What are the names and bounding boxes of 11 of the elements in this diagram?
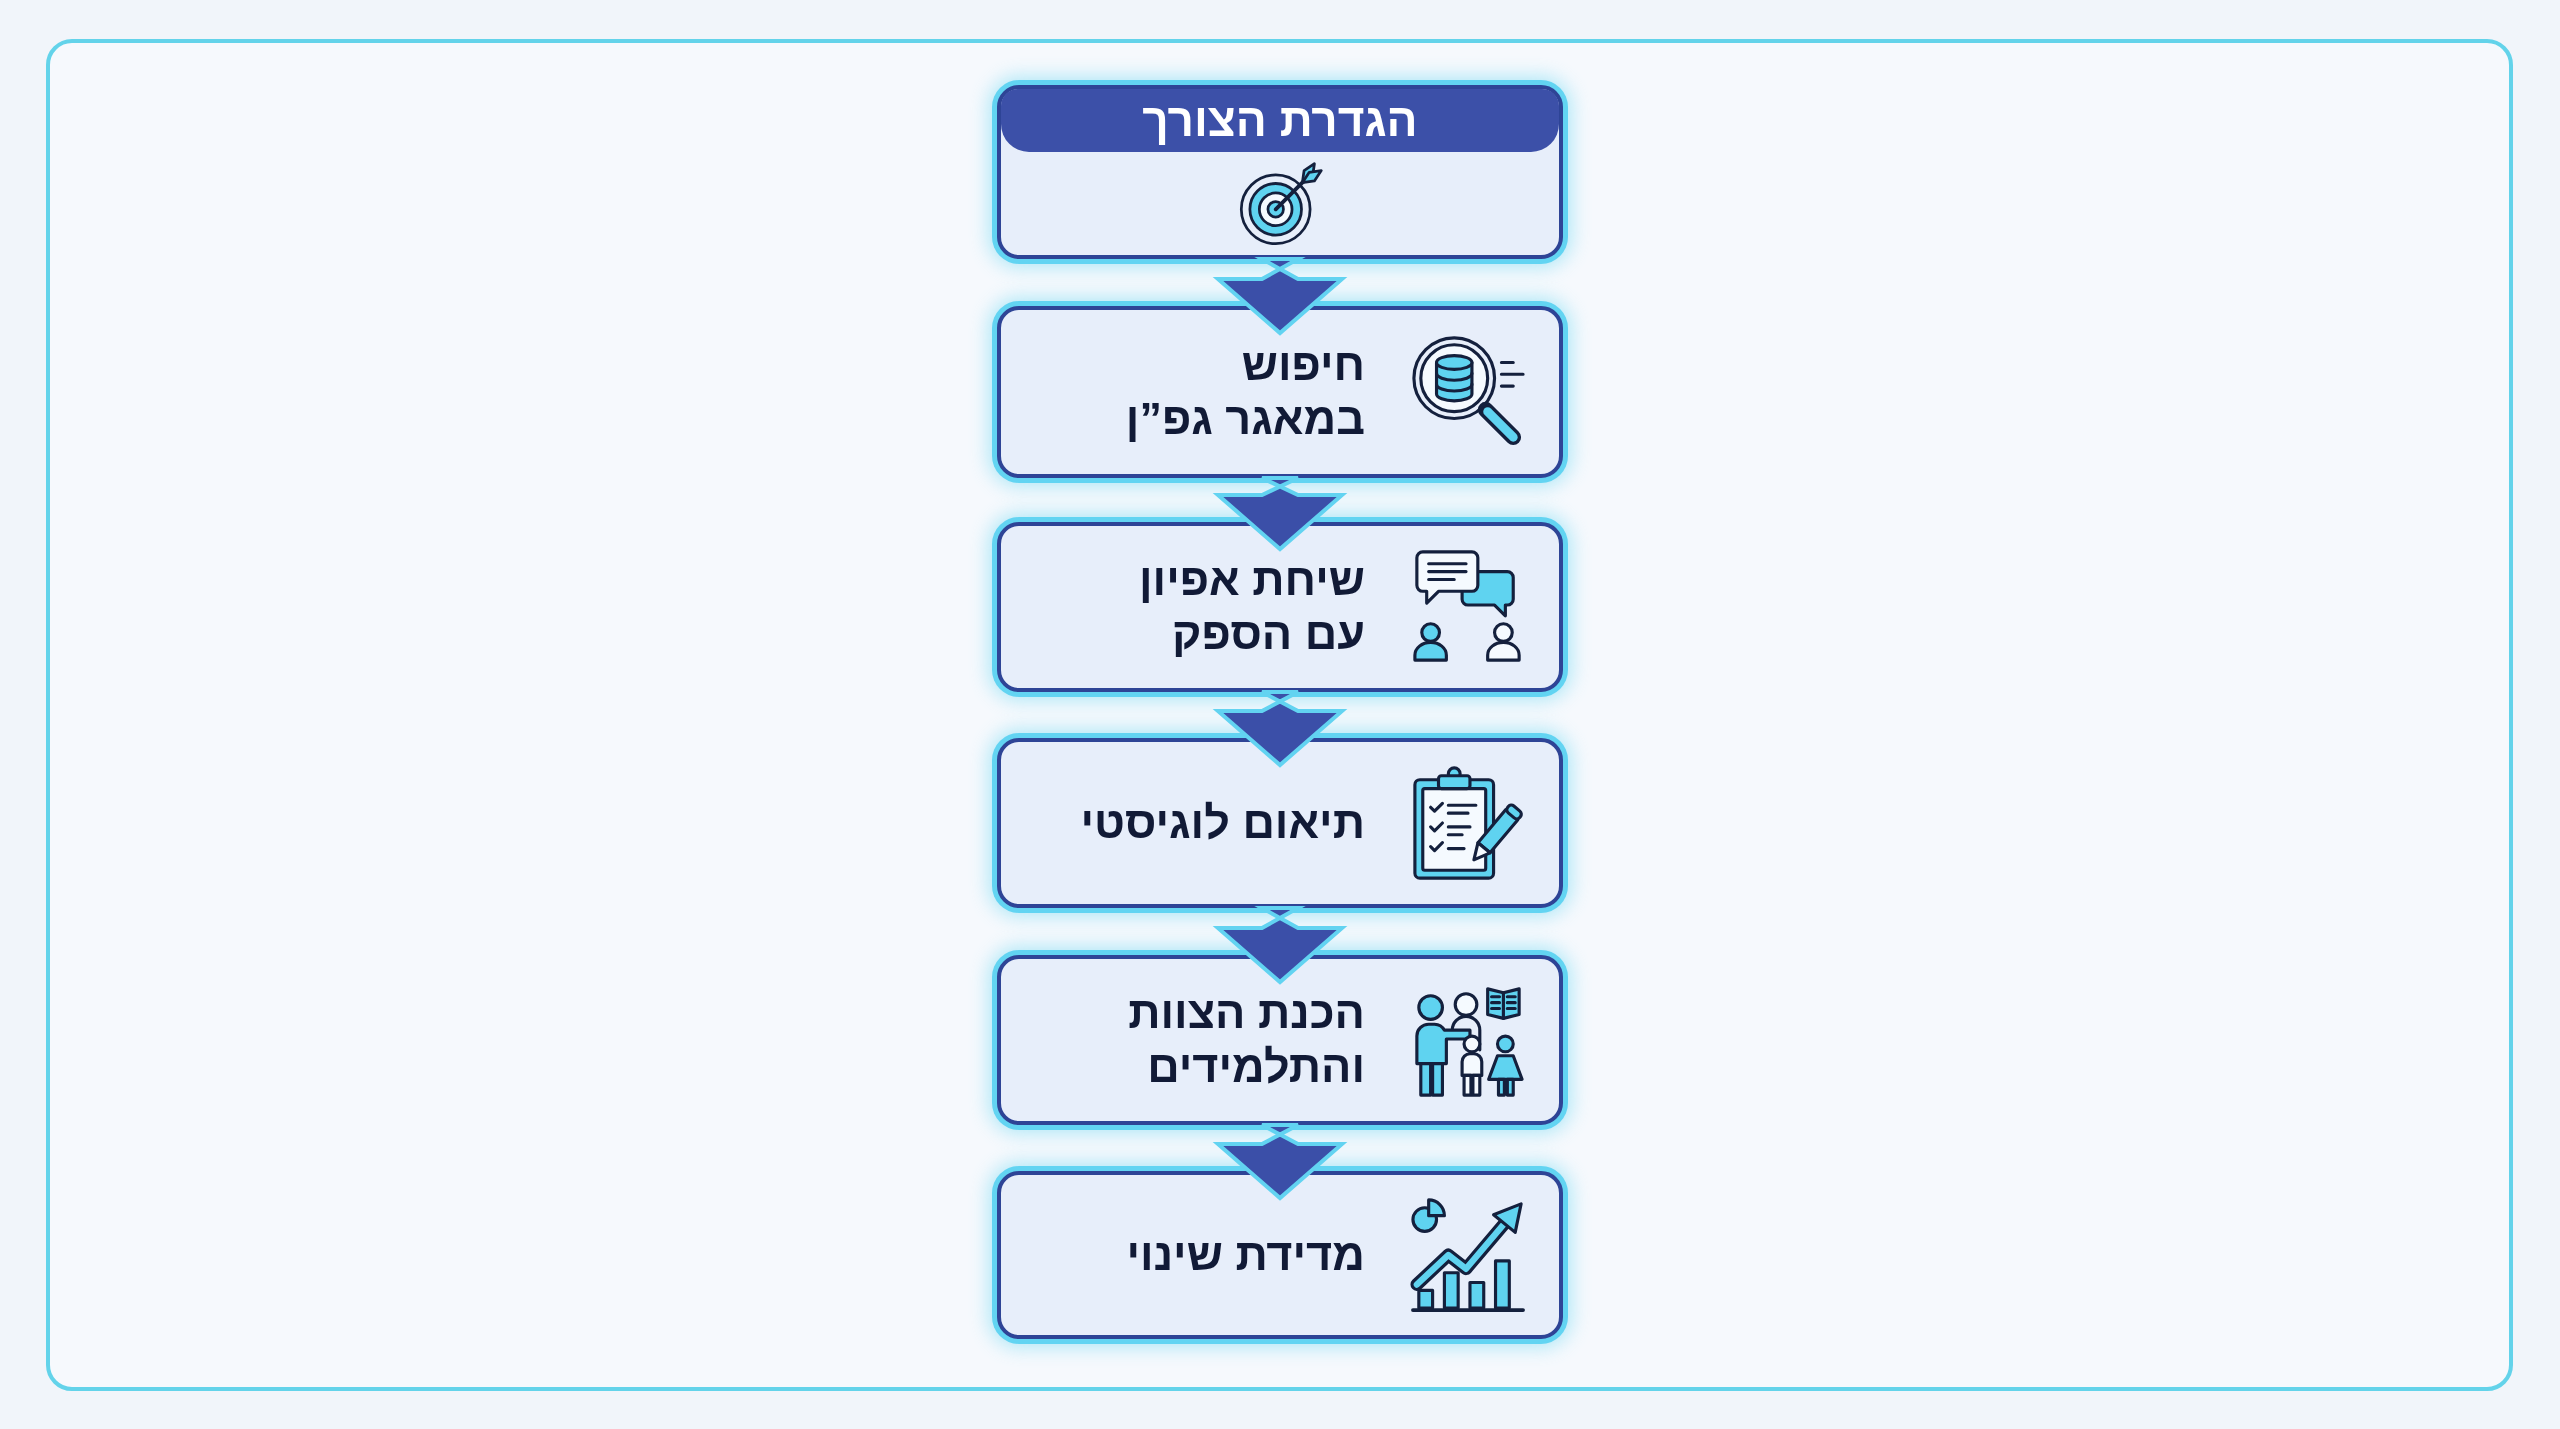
arrow — [1212, 476, 1348, 552]
arrow — [1212, 1123, 1348, 1201]
step-label: חיפוש במאגר גפ”ן — [1124, 338, 1365, 446]
step-label: שיחת אפיון עם הספק — [1138, 553, 1365, 661]
step-label: מדידת שינוי — [1125, 1228, 1365, 1282]
arrow — [1212, 690, 1348, 768]
step-label: תיאום לוגיסטי — [1079, 796, 1365, 850]
step-label: הכנת הצוות והתלמידים — [1127, 986, 1365, 1094]
step-title: הגדרת הצורך — [1001, 89, 1559, 152]
arrow — [1212, 906, 1348, 985]
arrow — [1212, 257, 1348, 336]
